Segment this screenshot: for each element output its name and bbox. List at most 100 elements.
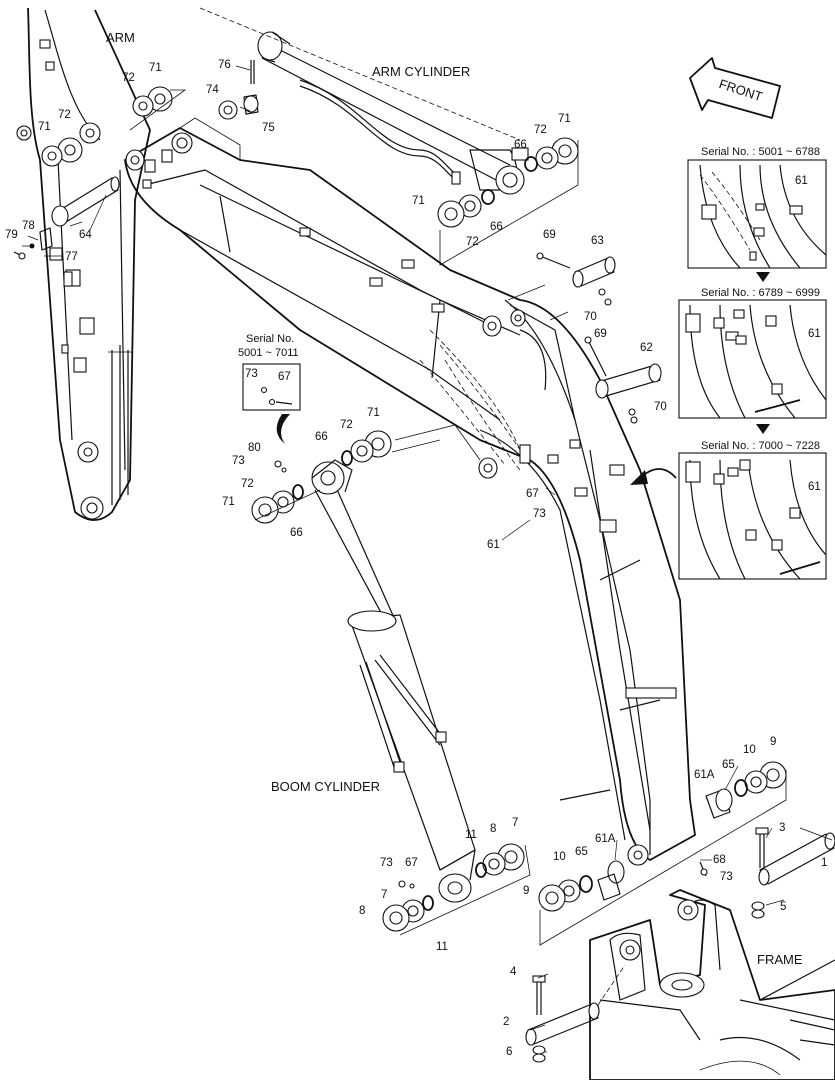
- serial-label-bot: Serial No. : 7000 ~ 7228: [701, 440, 820, 452]
- callout-69-b: 69: [594, 328, 607, 340]
- serial-small-line1: Serial No.: [246, 333, 294, 345]
- inset-mid: [678, 299, 827, 419]
- callout-61-bot: 61: [808, 481, 821, 493]
- callout-65-b: 65: [722, 759, 735, 771]
- callout-72-e: 72: [340, 419, 353, 431]
- callout-71-c: 71: [558, 113, 571, 125]
- arm-cylinder-label: ARM CYLINDER: [372, 64, 470, 79]
- callout-4: 4: [510, 966, 517, 978]
- callout-73-box: 73: [245, 368, 258, 380]
- arm-label: ARM: [106, 30, 135, 45]
- boom-pins-62-63: [507, 252, 662, 424]
- arrow-down-2: [756, 424, 770, 434]
- boom-foot-pin: [699, 827, 835, 919]
- leader-lines: [89, 106, 833, 1053]
- callout-66-d: 66: [290, 527, 303, 539]
- boom-cylinder: [311, 459, 476, 903]
- callout-78: 78: [22, 220, 35, 232]
- callout-1: 1: [821, 857, 827, 869]
- callout-73-d: 73: [720, 871, 733, 883]
- arm-assembly: [16, 7, 151, 521]
- boom-foot-parts: [538, 761, 787, 946]
- callout-11-a: 11: [465, 829, 477, 841]
- arm-cylinder-washers: [437, 137, 579, 266]
- callout-71-e: 71: [367, 407, 380, 419]
- inset-bot: [678, 452, 827, 580]
- serial-small-line2: 5001 ~ 7011: [238, 347, 299, 359]
- callout-63: 63: [591, 235, 604, 247]
- callout-65-a: 65: [575, 846, 588, 858]
- callout-66-c: 66: [315, 431, 328, 443]
- callout-72-f: 72: [241, 478, 254, 490]
- serial-label-top: Serial No. : 5001 ~ 6788: [701, 146, 820, 158]
- callout-75: 75: [262, 122, 275, 134]
- callout-7-b: 7: [381, 889, 387, 901]
- serial-labels: Serial No. : 5001 ~ 6788 Serial No. : 67…: [238, 146, 820, 452]
- callout-72-d: 72: [466, 236, 479, 248]
- callout-9-b: 9: [770, 736, 776, 748]
- inset-top: [687, 159, 827, 269]
- callout-73-b: 73: [232, 455, 245, 467]
- serial-label-mid: Serial No. : 6789 ~ 6999: [701, 287, 820, 299]
- callout-68: 68: [713, 854, 726, 866]
- boom-cylinder-top-washers: [251, 424, 481, 524]
- part-callouts: 76 74 75 72 71 71 72 64 78 79 77 66 72 7…: [5, 59, 827, 1058]
- callout-71-a: 71: [149, 62, 162, 74]
- callout-64: 64: [79, 229, 92, 241]
- boom-cylinder-bottom-washers: [382, 843, 531, 936]
- callout-61A-b: 61A: [694, 769, 715, 781]
- callout-67-b: 67: [405, 857, 418, 869]
- callout-61A-a: 61A: [595, 833, 616, 845]
- callout-6: 6: [506, 1046, 512, 1058]
- callout-61-mid: 61: [808, 328, 821, 340]
- frame-structure: [589, 889, 835, 1080]
- arm-top-washers: [41, 60, 259, 167]
- front-arrow: FRONT: [689, 57, 781, 119]
- callout-8-b: 8: [359, 905, 365, 917]
- callout-71-d: 71: [412, 195, 425, 207]
- boom-cylinder-label: BOOM CYLINDER: [271, 779, 380, 794]
- inset-pointer-head: [630, 470, 648, 485]
- callout-62: 62: [640, 342, 653, 354]
- callout-72-b: 72: [58, 109, 71, 121]
- callout-11-b: 11: [436, 941, 448, 953]
- callout-73-a: 73: [533, 508, 546, 520]
- callout-67-box: 67: [278, 371, 291, 383]
- arm-pin-64: [13, 176, 120, 260]
- callout-10-a: 10: [553, 851, 566, 863]
- callout-73-c: 73: [380, 857, 393, 869]
- callout-79: 79: [5, 229, 18, 241]
- callout-76: 76: [218, 59, 231, 71]
- callout-5: 5: [780, 901, 786, 913]
- frame-pin-hardware: [525, 964, 626, 1063]
- callout-3: 3: [779, 822, 785, 834]
- callout-8-a: 8: [490, 823, 496, 835]
- callout-71-f: 71: [222, 496, 235, 508]
- callout-80: 80: [248, 442, 261, 454]
- callout-67-a: 67: [526, 488, 539, 500]
- callout-74: 74: [206, 84, 219, 96]
- arm-cylinder: [199, 7, 529, 195]
- small-serial-box: [242, 363, 301, 444]
- callout-72-c: 72: [534, 124, 547, 136]
- callout-9-a: 9: [523, 885, 529, 897]
- callout-77: 77: [65, 251, 78, 263]
- boom-structure: [124, 117, 696, 866]
- frame-label: FRAME: [757, 952, 803, 967]
- callout-61-main: 61: [487, 539, 500, 551]
- callout-7-a: 7: [512, 817, 518, 829]
- callout-70-b: 70: [654, 401, 667, 413]
- callout-70-a: 70: [584, 311, 597, 323]
- callout-61-top: 61: [795, 175, 808, 187]
- arrow-down-1: [756, 272, 770, 282]
- callout-10-b: 10: [743, 744, 756, 756]
- callout-66-a: 66: [514, 139, 527, 151]
- callout-71-b: 71: [38, 121, 51, 133]
- callout-66-b: 66: [490, 221, 503, 233]
- callout-72-a: 72: [122, 72, 135, 84]
- group-labels: ARM ARM CYLINDER BOOM CYLINDER FRAME: [106, 30, 803, 967]
- callout-2: 2: [503, 1016, 509, 1028]
- callout-69-a: 69: [543, 229, 556, 241]
